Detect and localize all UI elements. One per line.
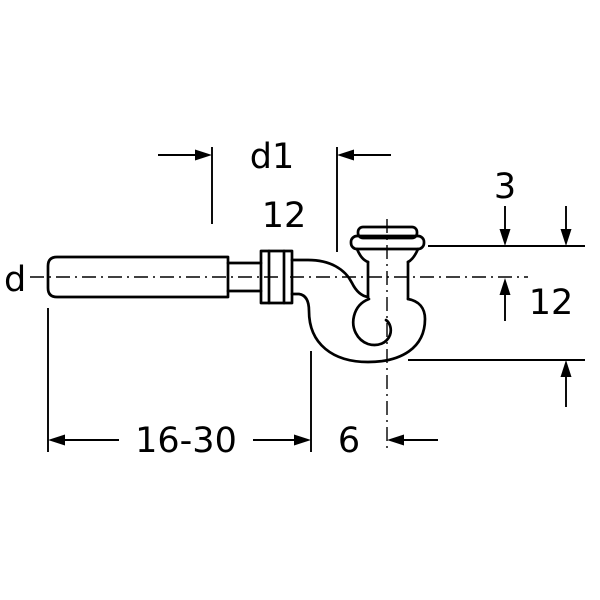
label-pipe-diameter: d — [4, 260, 26, 300]
flange-upper-plate — [356, 225, 419, 240]
arrowhead-right-icon — [195, 149, 212, 161]
arrowhead-left-icon — [387, 434, 404, 446]
arrowhead-down-icon — [499, 229, 511, 246]
label-d: d — [4, 260, 26, 300]
trap-elbow-top-wall — [290, 258, 370, 299]
arrowhead-right-icon — [294, 434, 311, 446]
arrowhead-up-icon — [560, 360, 572, 377]
pipe-tube — [46, 255, 230, 299]
dimension-3: 3 — [428, 167, 585, 321]
label-d1: d1 — [250, 137, 295, 177]
label-3: 3 — [494, 167, 516, 207]
drain-flange — [349, 225, 426, 264]
trap-inner-bend — [351, 297, 393, 347]
flange-funnel — [355, 247, 420, 264]
label-12-right: 12 — [529, 283, 574, 323]
trap-bend — [290, 258, 427, 364]
dimension-12-right: 12 — [408, 206, 585, 407]
arrowhead-down-icon — [560, 229, 572, 246]
label-6: 6 — [338, 421, 360, 461]
dimension-16-30: 16-30 — [47, 308, 312, 461]
trap-outer-bowl — [290, 292, 427, 364]
arrowhead-left-icon — [337, 149, 354, 161]
dimension-d1: d1 12 — [158, 137, 391, 252]
pipe-narrow-section — [226, 261, 263, 293]
arrowhead-left-icon — [48, 434, 65, 446]
drain-vertical-pipe — [366, 260, 410, 301]
dimension-6: 6 — [338, 421, 438, 461]
inlet-pipe — [46, 255, 263, 299]
arrowhead-up-icon — [499, 278, 511, 295]
label-12-top: 12 — [262, 196, 307, 236]
flange-lower-plate — [349, 234, 426, 251]
compression-nut — [259, 249, 294, 305]
label-16-30: 16-30 — [135, 421, 237, 461]
